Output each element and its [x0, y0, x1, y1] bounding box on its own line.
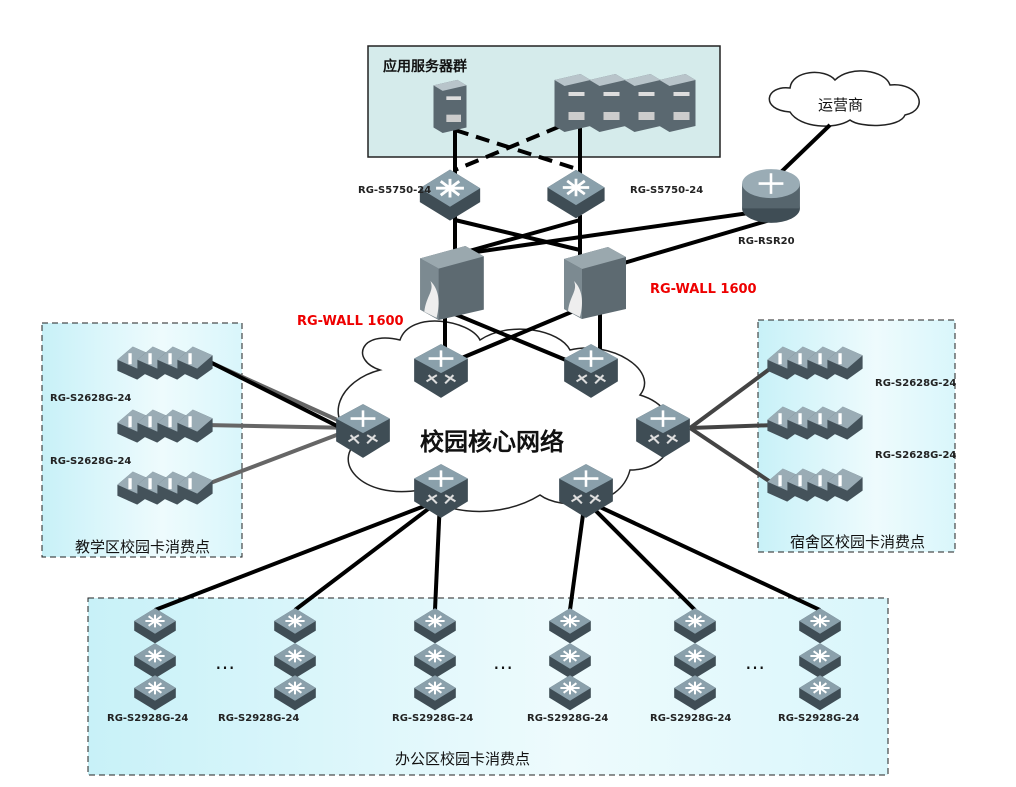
- link-line: [293, 498, 442, 612]
- teaching-switch-label: RG-S2628G-24: [50, 456, 132, 467]
- link-line: [209, 360, 346, 432]
- dorm-switch-label: RG-S2628G-24: [875, 378, 957, 389]
- link-line: [584, 498, 821, 612]
- teaching-zone-title: 教学区校园卡消费点: [75, 538, 211, 556]
- link-line: [583, 498, 697, 612]
- server-switch-right-label: RG-S5750-24: [630, 185, 704, 196]
- link-line: [599, 218, 771, 272]
- link-line: [454, 208, 771, 257]
- dorm-zone-title: 宿舍区校园卡消费点: [790, 533, 926, 551]
- link-line: [688, 363, 777, 430]
- server-icon: [433, 79, 467, 133]
- office-zone-box: [87, 597, 889, 776]
- link-line: [689, 423, 776, 430]
- office-switch-label: RG-S2928G-24: [527, 713, 609, 724]
- server-switch-icon: [546, 168, 606, 220]
- server-icon: [624, 74, 661, 132]
- link-line: [454, 218, 581, 257]
- link-line: [454, 218, 581, 252]
- router-label: RG-RSR20: [738, 236, 795, 247]
- server-icon: [659, 74, 696, 132]
- link-line: [776, 123, 832, 177]
- ellipsis: …: [493, 650, 513, 674]
- link-line: [688, 426, 777, 487]
- office-switch-label: RG-S2928G-24: [107, 713, 189, 724]
- office-switch-label: RG-S2928G-24: [650, 713, 732, 724]
- firewall-icon: [420, 246, 484, 320]
- dorm-switch-label: RG-S2628G-24: [875, 450, 957, 461]
- link-line: [568, 499, 587, 611]
- firewall-right-label: RG-WALL 1600: [650, 282, 757, 297]
- server-switch-left-label: RG-S5750-24: [358, 185, 432, 196]
- firewall-icon: [564, 247, 626, 319]
- office-zone-title: 办公区校园卡消费点: [395, 750, 531, 768]
- core-cloud: [337, 320, 674, 513]
- isp-label: 运营商: [818, 96, 864, 114]
- link-line: [154, 498, 441, 612]
- link-line: [204, 423, 356, 430]
- core-network-label: 校园核心网络: [420, 427, 564, 456]
- server-icon: [589, 74, 626, 132]
- office-switch-label: RG-S2928G-24: [218, 713, 300, 724]
- router-icon: [740, 167, 802, 225]
- firewall-left-label: RG-WALL 1600: [297, 314, 404, 329]
- office-switch-label: RG-S2928G-24: [778, 713, 860, 724]
- server-group-title: 应用服务器群: [383, 59, 467, 75]
- isp-cloud: [768, 70, 920, 127]
- server-icon: [554, 74, 591, 132]
- link-line: [433, 499, 442, 611]
- link-line: [204, 426, 356, 487]
- teaching-switch-label: RG-S2628G-24: [50, 393, 132, 404]
- ellipsis: …: [745, 650, 765, 674]
- ellipsis: …: [215, 650, 235, 674]
- office-switch-label: RG-S2928G-24: [392, 713, 474, 724]
